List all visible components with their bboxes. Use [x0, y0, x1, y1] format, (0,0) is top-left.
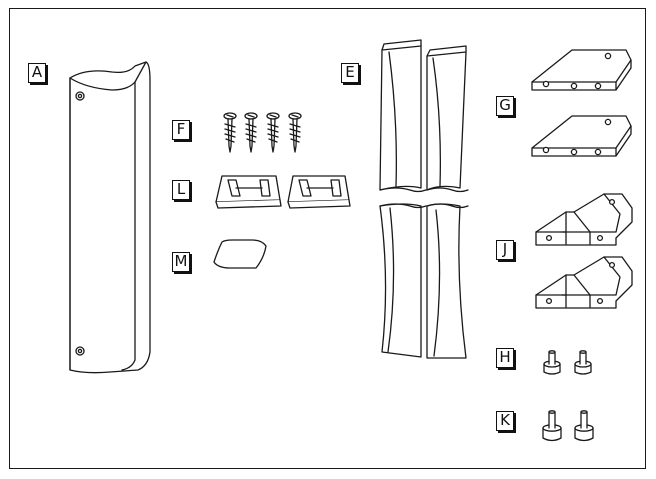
diagram-frame	[9, 8, 646, 469]
part-j-channel-brackets	[535, 193, 633, 309]
part-f-screws	[223, 112, 302, 153]
label-g: G	[496, 96, 514, 116]
label-m: M	[172, 252, 190, 272]
label-k: K	[496, 411, 514, 431]
label-l: L	[172, 180, 190, 200]
label-a: A	[28, 63, 46, 83]
label-e: E	[341, 63, 359, 83]
label-f: F	[172, 120, 190, 140]
label-j: J	[496, 240, 514, 260]
part-k-large-feet	[542, 410, 594, 442]
part-m-pad	[213, 239, 267, 269]
part-e-adhesive-strips	[379, 39, 469, 359]
part-g-flat-brackets	[531, 49, 632, 157]
part-l-cable-clips	[215, 175, 351, 209]
part-a-cover-panel	[69, 61, 151, 374]
part-h-small-feet	[543, 350, 592, 375]
label-h: H	[496, 348, 514, 368]
